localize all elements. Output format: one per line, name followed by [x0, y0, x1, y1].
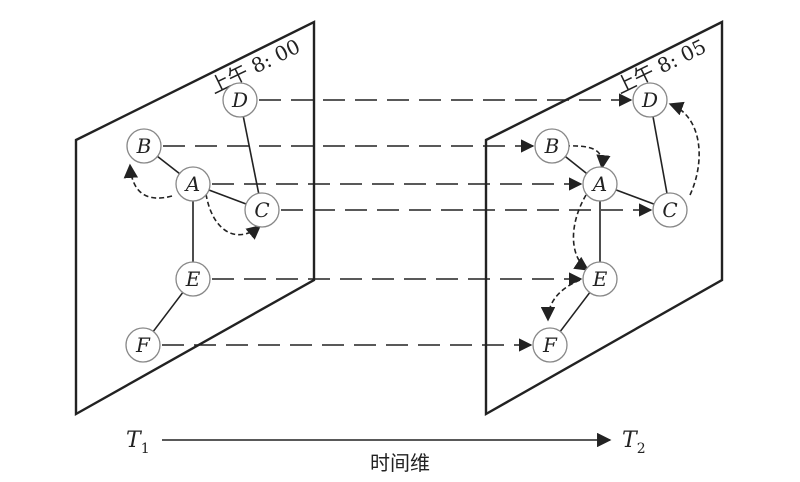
edge-a-c-t1: [208, 189, 247, 205]
node-label-c-t2: C: [662, 198, 677, 222]
edge-a-b-t1: [156, 155, 181, 175]
node-circle-a-t2: [582, 166, 618, 202]
node-label-f-t2: F: [542, 333, 558, 357]
node-label-f-t1: F: [135, 333, 151, 357]
edge-e-f-t2: [559, 292, 591, 332]
graph-nodes-t2: A B C D E F: [532, 82, 688, 363]
graph-nodes-t1: A B C D E F: [125, 82, 280, 363]
node-label-e-t2: E: [592, 267, 608, 291]
node-e-t1: E: [175, 261, 211, 297]
node-b-t2: B: [534, 128, 570, 164]
node-label-b-t1: B: [136, 134, 152, 158]
node-circle-d-t1: [222, 82, 258, 118]
node-e-t2: E: [582, 261, 618, 297]
edge-a-b-t2: [564, 155, 588, 175]
node-f-t2: F: [532, 327, 568, 363]
node-label-a-t2: A: [591, 172, 607, 196]
node-a-t1: A: [175, 166, 211, 202]
flow-arrow-a-to-c-t1: [205, 193, 262, 240]
node-label-c-t1: C: [254, 198, 269, 222]
graph-edges-t1: [152, 116, 260, 332]
node-a-t2: A: [582, 166, 618, 202]
flow-arrow-e-to-f-t2: [540, 279, 581, 322]
node-label-e-t1: E: [185, 267, 201, 291]
node-circle-c-t1: [244, 192, 280, 228]
node-circle-f-t2: [532, 327, 568, 363]
node-circle-b-t2: [534, 128, 570, 164]
time-axis-end: T2: [622, 428, 646, 457]
edge-c-d-t1: [242, 116, 260, 194]
frame-t1: [74, 20, 316, 417]
node-c-t1: C: [244, 192, 280, 228]
edge-e-f-t1: [152, 292, 184, 332]
node-d-t1: D: [222, 82, 258, 118]
node-circle-f-t1: [125, 327, 161, 363]
edge-c-d-t2: [652, 116, 668, 194]
node-label-d-t2: D: [641, 88, 658, 112]
time-axis: T1 T2 时间维: [126, 428, 646, 475]
node-circle-e-t1: [175, 261, 211, 297]
node-circle-d-t2: [632, 82, 668, 118]
node-circle-c-t2: [652, 192, 688, 228]
node-label-b-t2: B: [544, 134, 560, 158]
node-circle-a-t1: [175, 166, 211, 202]
node-circle-b-t1: [126, 128, 162, 164]
graph-edges-t2: [559, 116, 668, 332]
node-f-t1: F: [125, 327, 161, 363]
frame-t2: [484, 20, 724, 417]
cross-frame-links: [162, 93, 653, 352]
edge-a-c-t2: [615, 189, 655, 205]
node-label-d-t1: D: [231, 88, 248, 112]
node-label-a-t1: A: [184, 172, 200, 196]
flow-arrow-a-to-e-t2: [572, 194, 590, 271]
time-axis-start: T1: [126, 428, 150, 457]
node-b-t1: B: [126, 128, 162, 164]
node-d-t2: D: [632, 82, 668, 118]
flow-arrow-c-to-d-t2: [668, 101, 700, 196]
intra-frame-flows: [123, 101, 700, 322]
node-circle-e-t2: [582, 261, 618, 297]
node-c-t2: C: [652, 192, 688, 228]
time-axis-caption: 时间维: [370, 451, 430, 475]
